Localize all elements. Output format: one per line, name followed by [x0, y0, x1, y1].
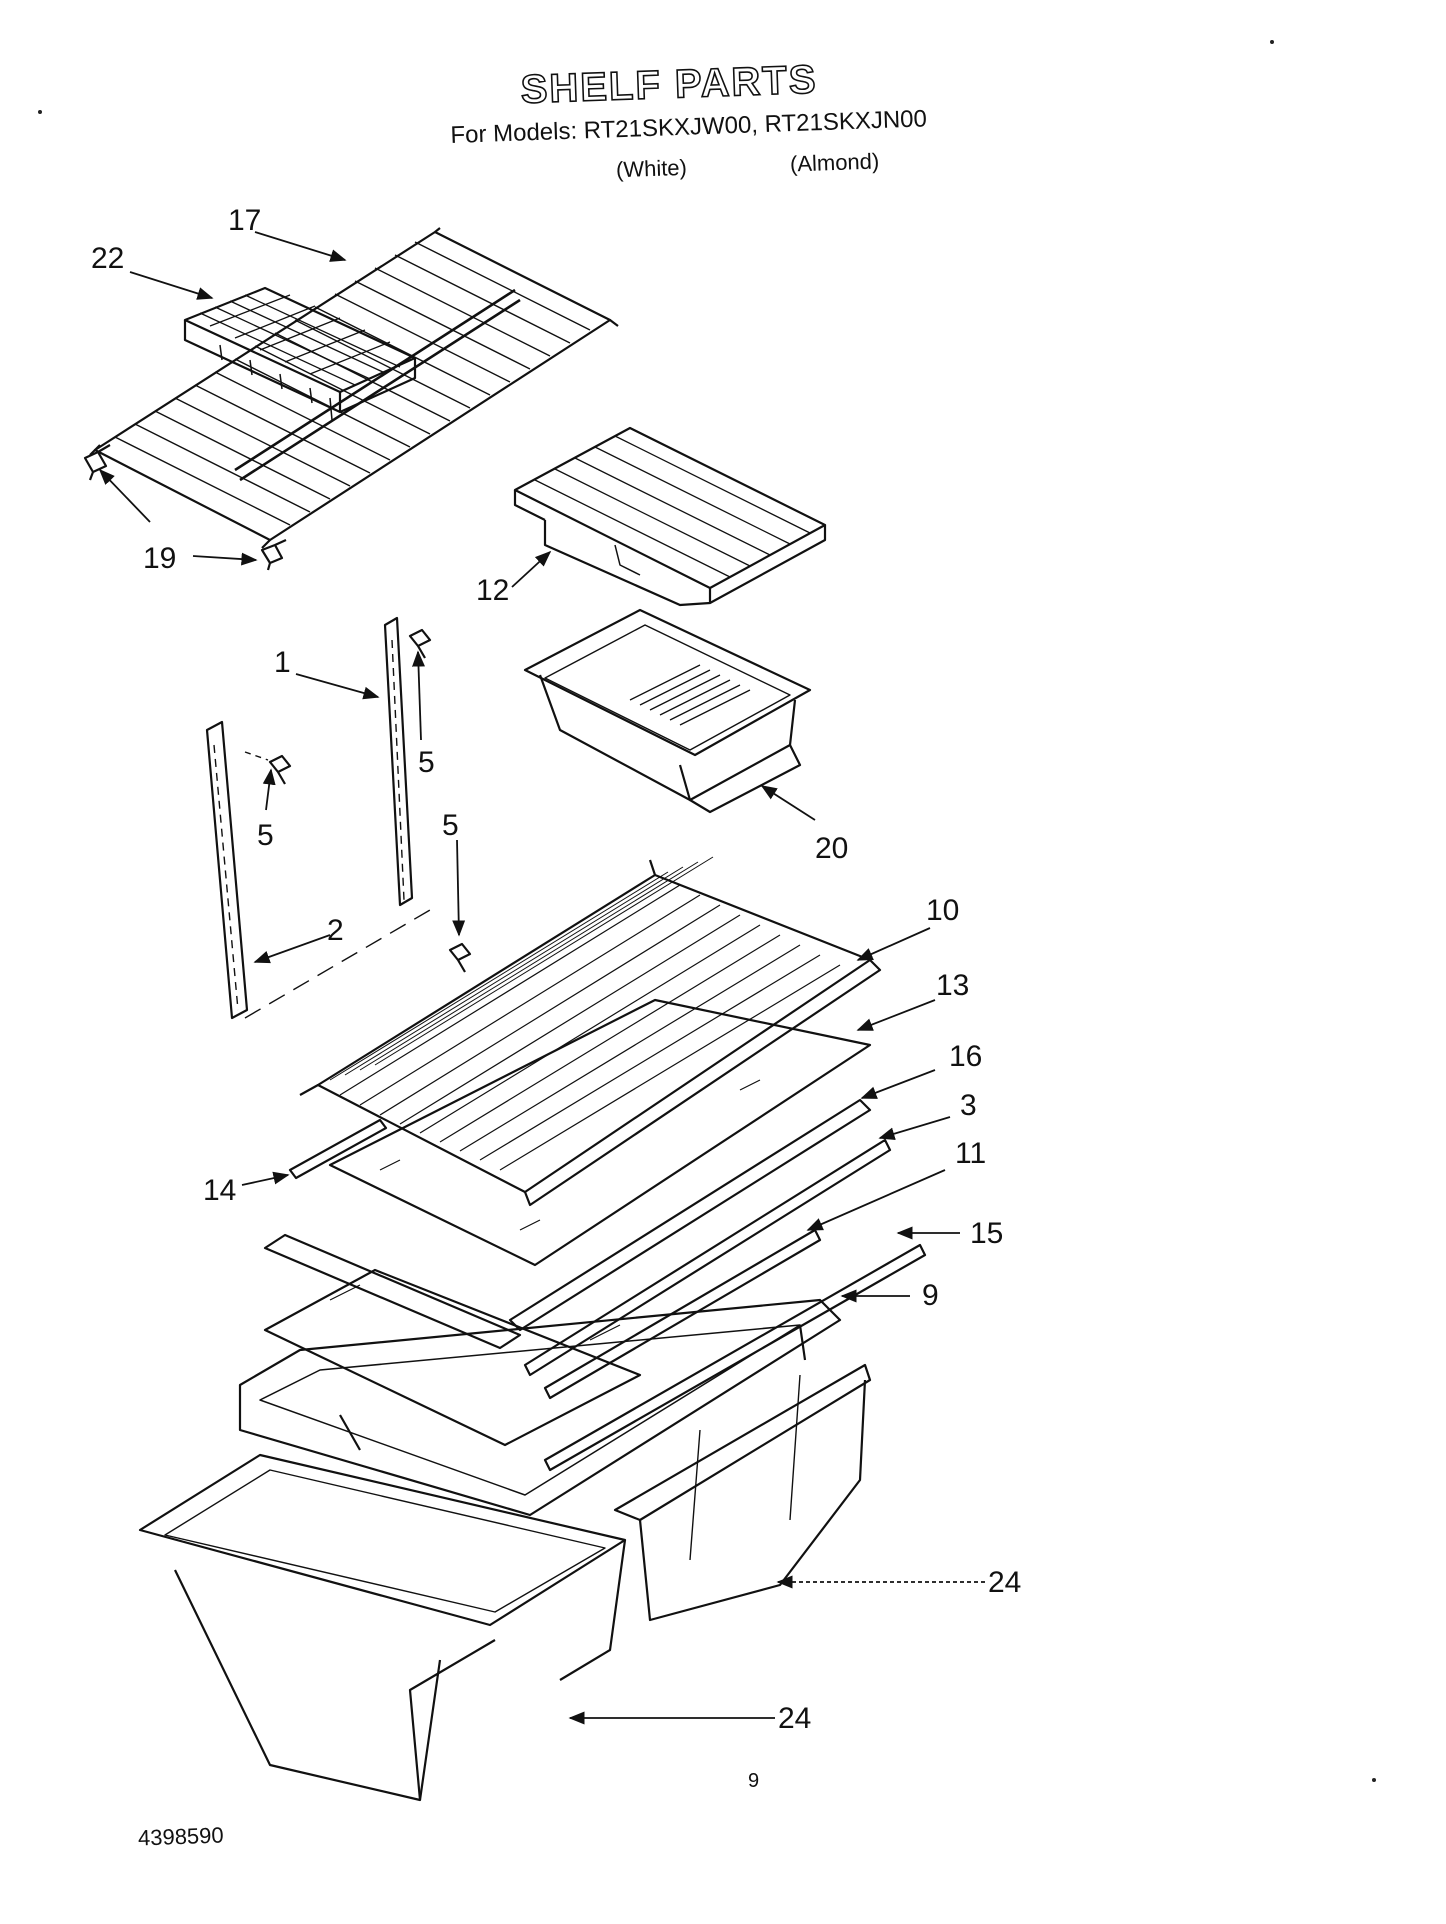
- screw-parts: [244, 628, 472, 1019]
- scan-speck: [1372, 1778, 1376, 1782]
- callout-2: 2: [327, 914, 344, 947]
- callout-19: 19: [143, 542, 176, 575]
- callout-9: 9: [922, 1279, 939, 1312]
- callout-5-left: 5: [257, 819, 274, 852]
- document-number: 4398590: [137, 1822, 225, 1851]
- glass-panel-part: [328, 998, 872, 1267]
- ice-tray-part: [183, 286, 417, 421]
- shelf-end-caps-part: [83, 444, 287, 571]
- callout-24-left: 24: [778, 1702, 811, 1735]
- callout-13: 13: [936, 969, 969, 1002]
- side-rail-part: [288, 1118, 388, 1180]
- callout-5-right: 5: [442, 809, 459, 842]
- callout-1: 1: [274, 646, 291, 679]
- crisper-frame-part: [238, 1298, 842, 1517]
- callout-14: 14: [203, 1174, 236, 1207]
- scan-speck: [1270, 40, 1274, 44]
- callout-16: 16: [949, 1040, 982, 1073]
- callout-10: 10: [926, 894, 959, 927]
- shelf-bracket-left-part: [205, 720, 249, 1020]
- crisper-drawer-right-part: [613, 1363, 872, 1622]
- callout-12: 12: [476, 574, 509, 607]
- meat-pan-part: [523, 608, 812, 814]
- lower-glass-shelf-part: [263, 1233, 642, 1447]
- leader-arrows: [98, 231, 985, 1725]
- wire-shelf-part: [89, 227, 619, 549]
- crisper-cover-part: [513, 426, 827, 607]
- callout-20: 20: [815, 832, 848, 865]
- callout-15: 15: [970, 1217, 1003, 1250]
- callout-22: 22: [91, 242, 124, 275]
- callout-17: 17: [228, 204, 261, 237]
- shelf-bracket-right-part: [383, 616, 414, 907]
- callout-11: 11: [955, 1137, 986, 1170]
- scan-speck: [38, 110, 42, 114]
- callout-3: 3: [960, 1089, 977, 1122]
- crisper-drawer-left-part: [138, 1453, 627, 1802]
- glass-shelf-part: [299, 856, 882, 1207]
- callout-5-top: 5: [418, 746, 435, 779]
- page-number: 9: [748, 1770, 760, 1792]
- callout-24-right: 24: [988, 1566, 1021, 1599]
